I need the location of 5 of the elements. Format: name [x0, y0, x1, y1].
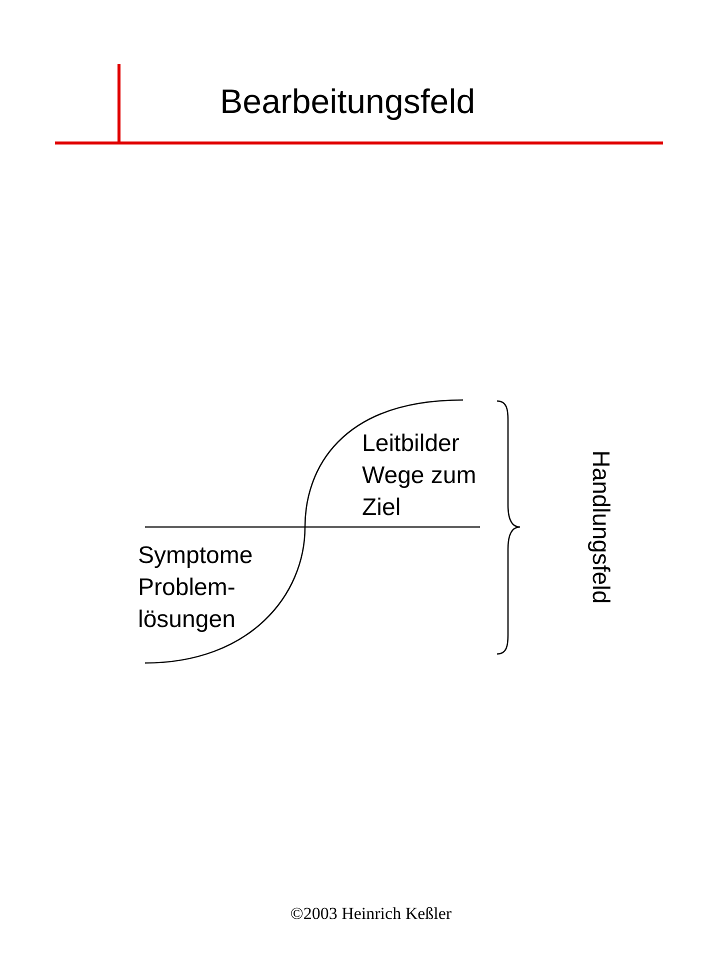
- copyright-caption: ©2003 Heinrich Keßler: [289, 903, 453, 925]
- upper-label: Leitbilder Wege zum Ziel: [362, 429, 478, 523]
- title: Bearbeitungsfeld: [220, 82, 476, 122]
- vertical-label: Handlungsfeld: [586, 449, 615, 606]
- lower-label: Symptome Problem- lösungen: [138, 541, 254, 635]
